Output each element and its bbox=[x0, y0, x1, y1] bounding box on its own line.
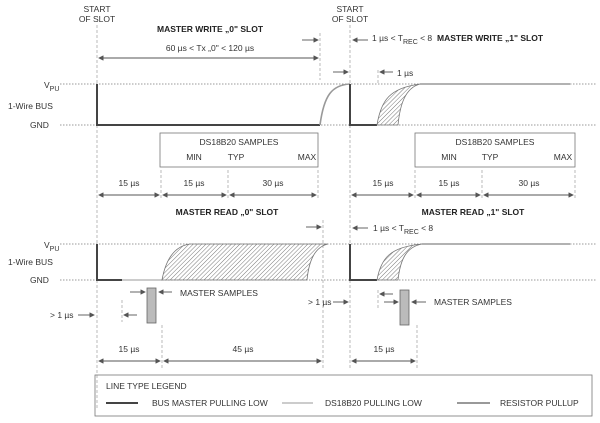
master-low-line bbox=[96, 84, 320, 126]
bus-label: 1-Wire BUS bbox=[8, 257, 53, 267]
dim-label: 15 µs bbox=[373, 178, 394, 188]
legend-master-label: BUS MASTER PULLING LOW bbox=[152, 398, 268, 408]
master-low-line bbox=[96, 244, 122, 281]
legend-title: LINE TYPE LEGEND bbox=[106, 381, 187, 391]
dim-label: 30 µs bbox=[519, 178, 540, 188]
gt-1us-label: > 1 µs bbox=[308, 297, 332, 307]
samples-box bbox=[414, 132, 576, 168]
start-of-slot-label: START bbox=[336, 4, 363, 14]
samples-typ: TYP bbox=[228, 152, 245, 162]
master-write-0-title: MASTER WRITE „0" SLOT bbox=[157, 24, 264, 34]
start-of-slot-label: OF SLOT bbox=[79, 14, 115, 24]
one-us-label: 1 µs bbox=[397, 68, 413, 78]
trec-label: 1 µs < TREC < 8 bbox=[372, 33, 432, 46]
bus-label: 1-Wire BUS bbox=[8, 101, 53, 111]
hatched-region bbox=[376, 243, 423, 281]
gnd-label: GND bbox=[30, 120, 49, 130]
master-read-0-title: MASTER READ „0" SLOT bbox=[176, 207, 280, 217]
samples-max: MAX bbox=[298, 152, 317, 162]
master-samples-label: MASTER SAMPLES bbox=[434, 297, 512, 307]
tx-range-label: 60 µs < Tx „0" < 120 µs bbox=[166, 43, 254, 53]
read-slot-section: MASTER READ „0" SLOT MASTER READ „1" SLO… bbox=[8, 207, 596, 370]
master-samples-marker bbox=[399, 289, 410, 326]
samples-title: DS18B20 SAMPLES bbox=[200, 137, 279, 147]
line-type-legend: LINE TYPE LEGEND BUS MASTER PULLING LOW … bbox=[94, 374, 593, 417]
legend-pullup-label: RESISTOR PULLUP bbox=[500, 398, 579, 408]
master-samples-label: MASTER SAMPLES bbox=[180, 288, 258, 298]
samples-max: MAX bbox=[554, 152, 573, 162]
samples-title: DS18B20 SAMPLES bbox=[456, 137, 535, 147]
master-samples-marker bbox=[146, 287, 157, 324]
vpu-label: VPU bbox=[44, 240, 59, 253]
gt-1us-label: > 1 µs bbox=[50, 310, 74, 320]
hatched-region bbox=[161, 243, 329, 281]
trec-label: 1 µs < TREC < 8 bbox=[373, 223, 433, 236]
legend-ds-label: DS18B20 PULLING LOW bbox=[325, 398, 422, 408]
master-low-line bbox=[349, 84, 377, 126]
pullup-curve bbox=[319, 83, 351, 126]
dim-label: 45 µs bbox=[233, 344, 254, 354]
samples-typ: TYP bbox=[482, 152, 499, 162]
dim-label: 15 µs bbox=[374, 344, 395, 354]
dim-label: 15 µs bbox=[184, 178, 205, 188]
dim-label: 15 µs bbox=[439, 178, 460, 188]
master-write-1-title: MASTER WRITE „1" SLOT bbox=[437, 33, 544, 43]
samples-min: MIN bbox=[186, 152, 202, 162]
start-of-slot-label: OF SLOT bbox=[332, 14, 368, 24]
samples-box bbox=[159, 132, 319, 168]
dim-label: 15 µs bbox=[119, 344, 140, 354]
master-low-line bbox=[349, 244, 377, 281]
master-read-1-title: MASTER READ „1" SLOT bbox=[422, 207, 526, 217]
hatched-region bbox=[376, 83, 421, 126]
start-of-slot-label: START bbox=[83, 4, 110, 14]
write-dimensions: 15 µs 15 µs 30 µs 15 µs 15 µs 30 µs bbox=[98, 170, 576, 200]
samples-min: MIN bbox=[441, 152, 457, 162]
write-slot-section: START OF SLOT START OF SLOT MASTER WRITE… bbox=[8, 4, 596, 410]
dim-label: 15 µs bbox=[119, 178, 140, 188]
gnd-label: GND bbox=[30, 275, 49, 285]
vpu-label: VPU bbox=[44, 80, 59, 93]
dim-label: 30 µs bbox=[263, 178, 284, 188]
